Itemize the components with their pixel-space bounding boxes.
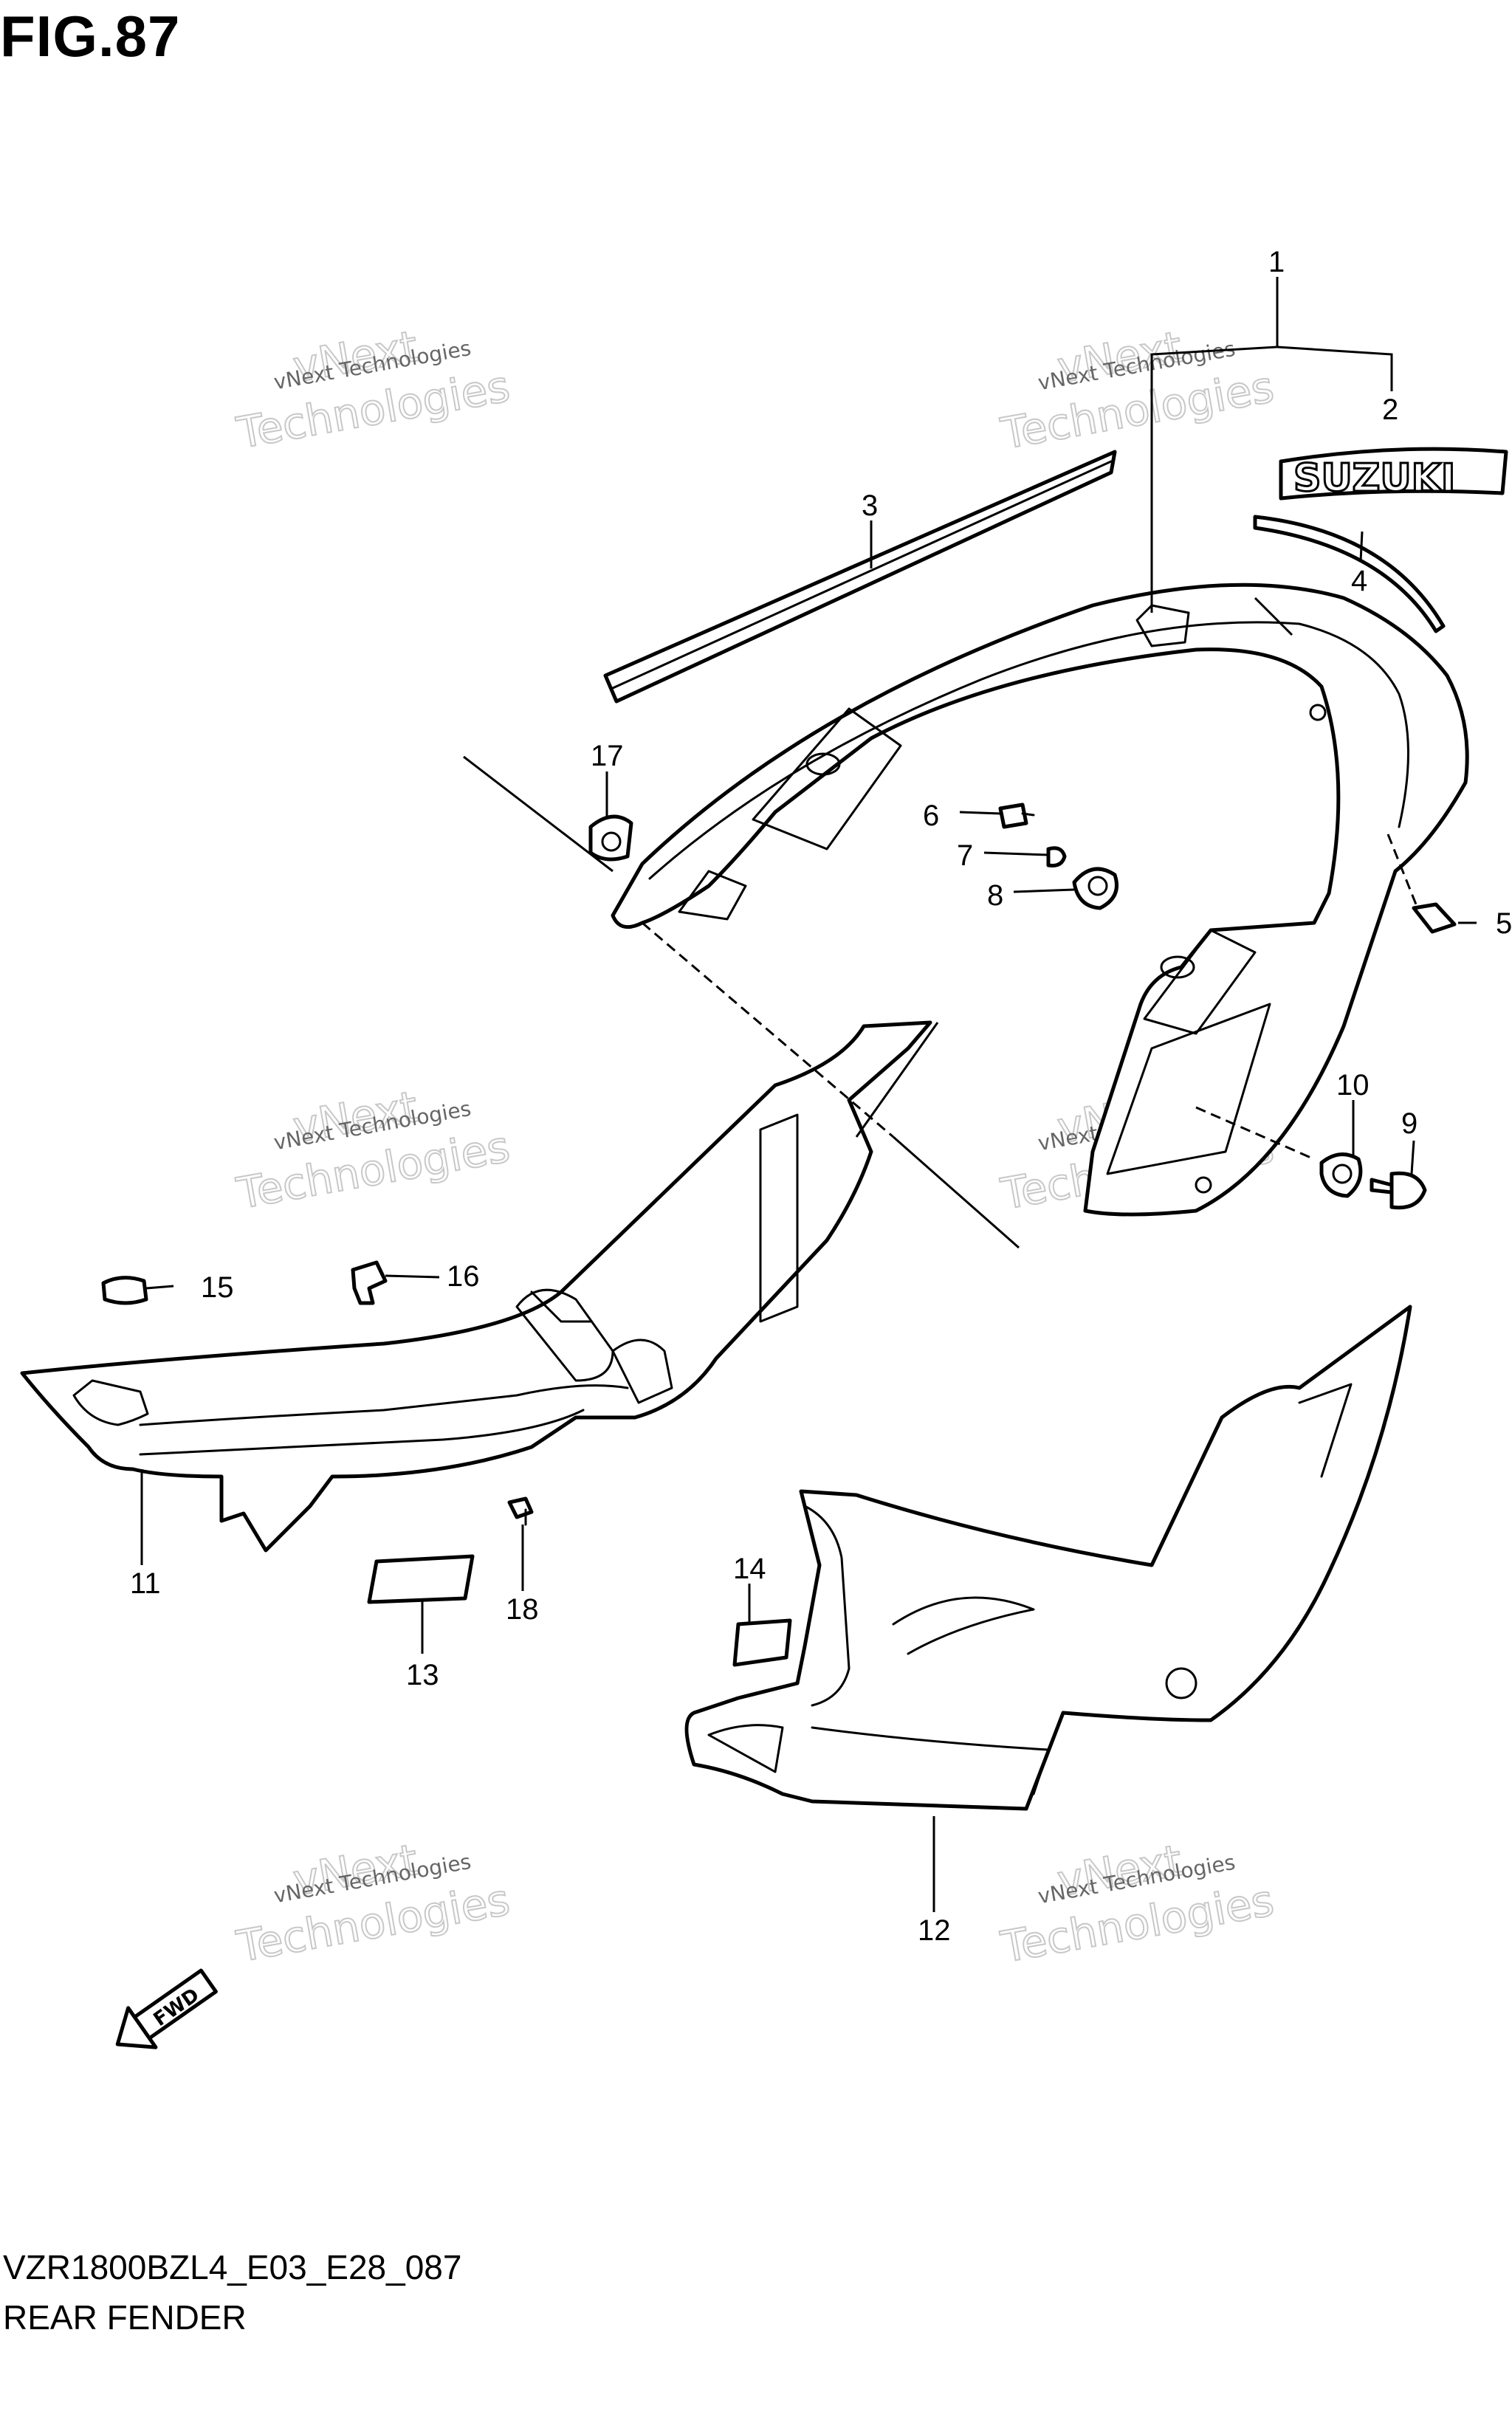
emblem-text: SUZUKI xyxy=(1293,456,1455,501)
callout-3: 3 xyxy=(862,489,878,522)
part-17-grommet xyxy=(588,814,633,862)
callout-13: 13 xyxy=(406,1659,439,1691)
part-2-suzuki-emblem: SUZUKI xyxy=(1279,447,1508,502)
callout-1: 1 xyxy=(1268,246,1285,278)
part-13-pad xyxy=(367,1554,475,1604)
watermark-bottom-right: Technologies vNext vNext Technologies xyxy=(997,1835,1279,1973)
part-8-cushion xyxy=(1072,867,1118,910)
callout-4: 4 xyxy=(1351,565,1367,597)
callout-14: 14 xyxy=(733,1553,766,1585)
fwd-arrow: FWD xyxy=(115,1968,218,2049)
callout-11: 11 xyxy=(130,1567,161,1600)
callout-12: 12 xyxy=(918,1914,951,1947)
callout-8: 8 xyxy=(987,879,1003,912)
figure-name: REAR FENDER xyxy=(3,2298,247,2337)
callout-6: 6 xyxy=(923,800,939,832)
callout-9: 9 xyxy=(1401,1107,1418,1140)
callout-labels: 1 2 3 4 5 6 7 8 9 10 11 12 13 14 15 16 1… xyxy=(130,246,1512,1947)
callout-7: 7 xyxy=(957,839,973,872)
part-5-nut xyxy=(1412,902,1457,934)
part-10-cushion xyxy=(1319,1152,1363,1198)
callout-17: 17 xyxy=(591,740,624,772)
part-3-tape-strip xyxy=(603,450,1117,704)
watermark-bottom-left: Technologies vNext vNext Technologies xyxy=(233,1834,515,1973)
part-14-pad xyxy=(732,1618,792,1667)
part-7-collar xyxy=(1046,846,1067,867)
figure-model-code: VZR1800BZL4_E03_E28_087 xyxy=(3,2248,462,2286)
callout-15: 15 xyxy=(201,1271,234,1304)
watermark-mid-left: Technologies vNext vNext Technologies xyxy=(233,1081,515,1220)
part-9-screw xyxy=(1370,1171,1427,1210)
callout-5: 5 xyxy=(1496,907,1512,940)
assembly-guide-lines xyxy=(463,597,1419,1249)
watermark-top-right: Technologies vNext vNext Technologies xyxy=(997,321,1279,460)
callout-10: 10 xyxy=(1336,1069,1370,1101)
part-4-trim-strip xyxy=(1253,515,1446,633)
part-6-bolt xyxy=(998,802,1035,829)
part-15-grommet xyxy=(101,1276,148,1305)
leader-lines xyxy=(140,277,1477,1912)
callout-16: 16 xyxy=(447,1260,480,1293)
part-12-side-cover xyxy=(684,1305,1412,1811)
watermark-top-left: Technologies vNext vNext Technologies xyxy=(233,320,515,459)
callout-2: 2 xyxy=(1382,393,1398,426)
part-11-lower-fender xyxy=(20,1020,932,1553)
part-18-screw xyxy=(507,1496,534,1526)
figure-title: FIG.87 xyxy=(0,4,181,69)
part-16-clip xyxy=(351,1260,388,1305)
callout-18: 18 xyxy=(506,1593,539,1626)
part-1-tail-cowl xyxy=(611,582,1469,1217)
